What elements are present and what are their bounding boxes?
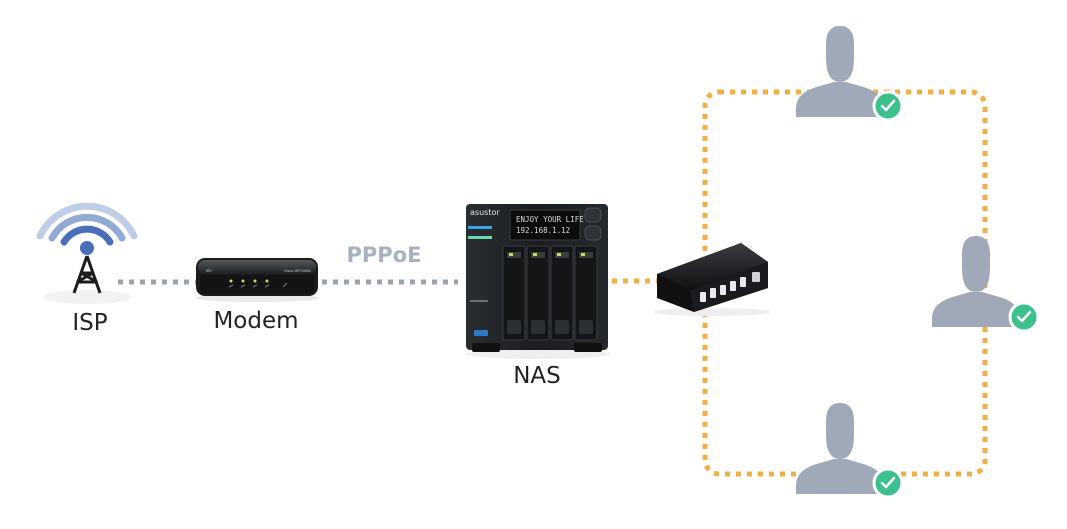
user-middle <box>932 236 1040 333</box>
user-icon <box>796 403 884 494</box>
check-icon <box>872 90 904 122</box>
check-icon <box>872 467 904 499</box>
drive-bays <box>502 245 598 341</box>
nas-device-icon: asustor ENJOY YOUR LIFE 192.168.1.12 <box>466 204 610 359</box>
modem-label: Modem <box>213 308 298 334</box>
user-bottom <box>796 403 904 499</box>
isp-label: ISP <box>72 310 107 336</box>
signal-waves <box>36 202 138 246</box>
lcd-line-2: 192.168.1.12 <box>516 226 570 235</box>
user-icon <box>932 236 1020 327</box>
modem-icon: ıılıı Cisco DPC3008 <box>195 258 319 302</box>
svg-text:Cisco DPC3008: Cisco DPC3008 <box>284 269 311 273</box>
svg-text:ıılıı: ıılıı <box>206 268 212 273</box>
nas-brand-label: asustor <box>470 208 500 217</box>
connection-type-label: PPPoE <box>347 243 422 267</box>
lcd-line-1: ENJOY YOUR LIFE <box>516 215 584 224</box>
user-top <box>796 26 904 122</box>
check-icon <box>1008 301 1040 333</box>
nas-label: NAS <box>513 363 561 389</box>
usb-hub-switch-icon <box>654 243 770 316</box>
user-icon <box>796 26 884 117</box>
antenna-tower-icon <box>36 202 138 304</box>
